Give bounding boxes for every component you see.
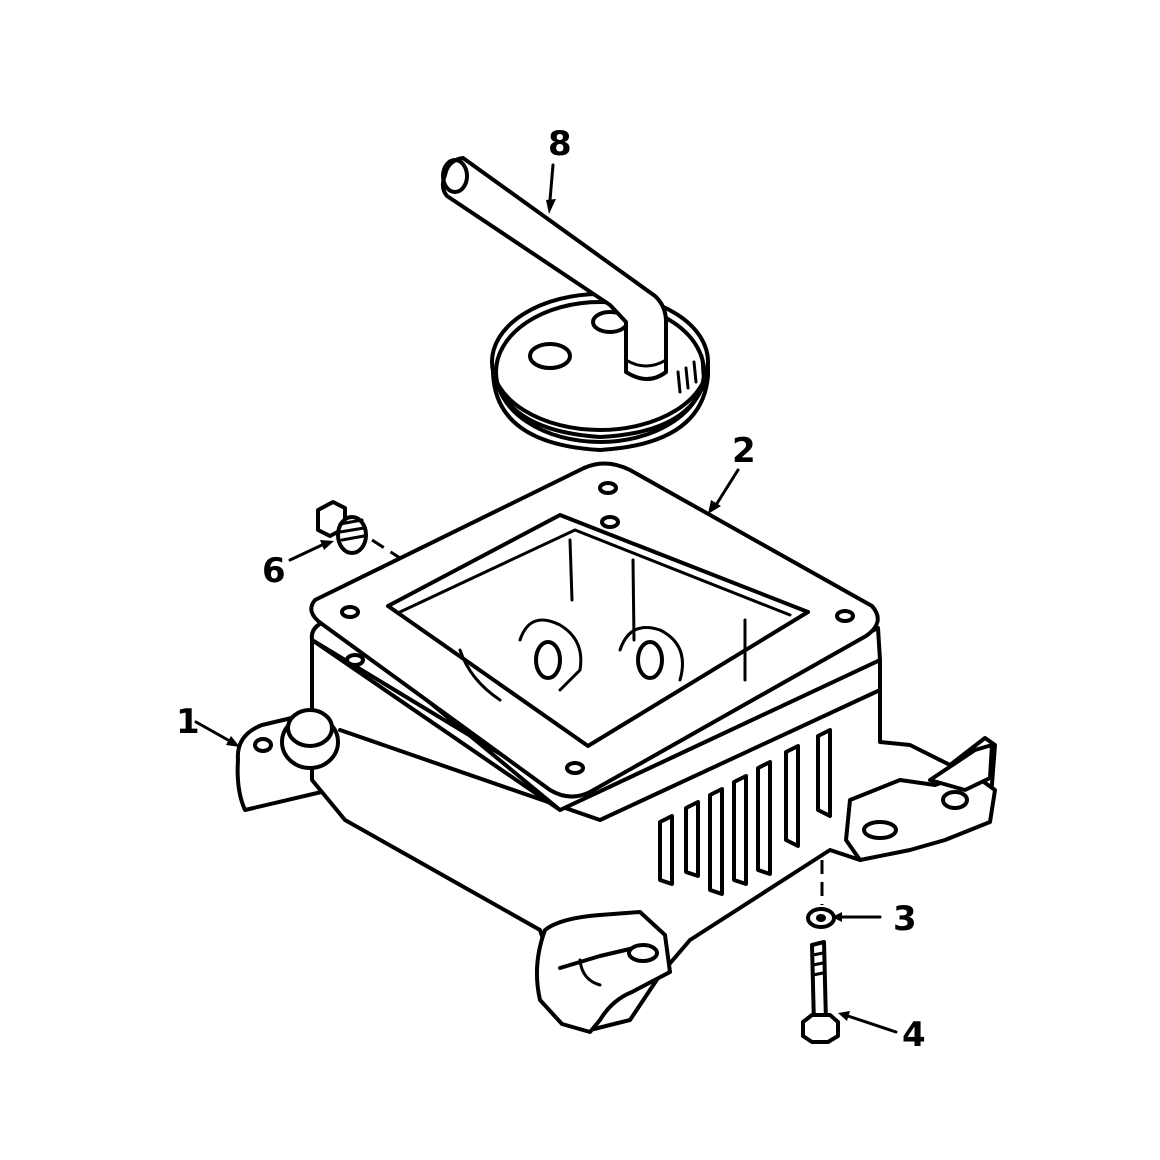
callout-labels: 8 2 6 1 3 4 xyxy=(176,124,926,1055)
callout-label-1: 1 xyxy=(176,702,200,742)
part-2-gasket xyxy=(309,461,880,799)
leader-arrows xyxy=(194,163,898,1034)
callout-label-2: 2 xyxy=(732,431,756,471)
cooling-fins xyxy=(658,728,832,896)
part-6-plug xyxy=(316,500,401,560)
part-4-bolt xyxy=(801,860,840,1044)
pan-interior xyxy=(398,528,792,702)
part-3-lock-washer xyxy=(806,907,836,929)
callout-label-4: 4 xyxy=(902,1015,926,1055)
callout-label-8: 8 xyxy=(548,124,572,164)
callout-label-6: 6 xyxy=(262,551,286,591)
part-8-pickup-tube-screen xyxy=(440,156,710,452)
callout-label-3: 3 xyxy=(893,899,917,939)
